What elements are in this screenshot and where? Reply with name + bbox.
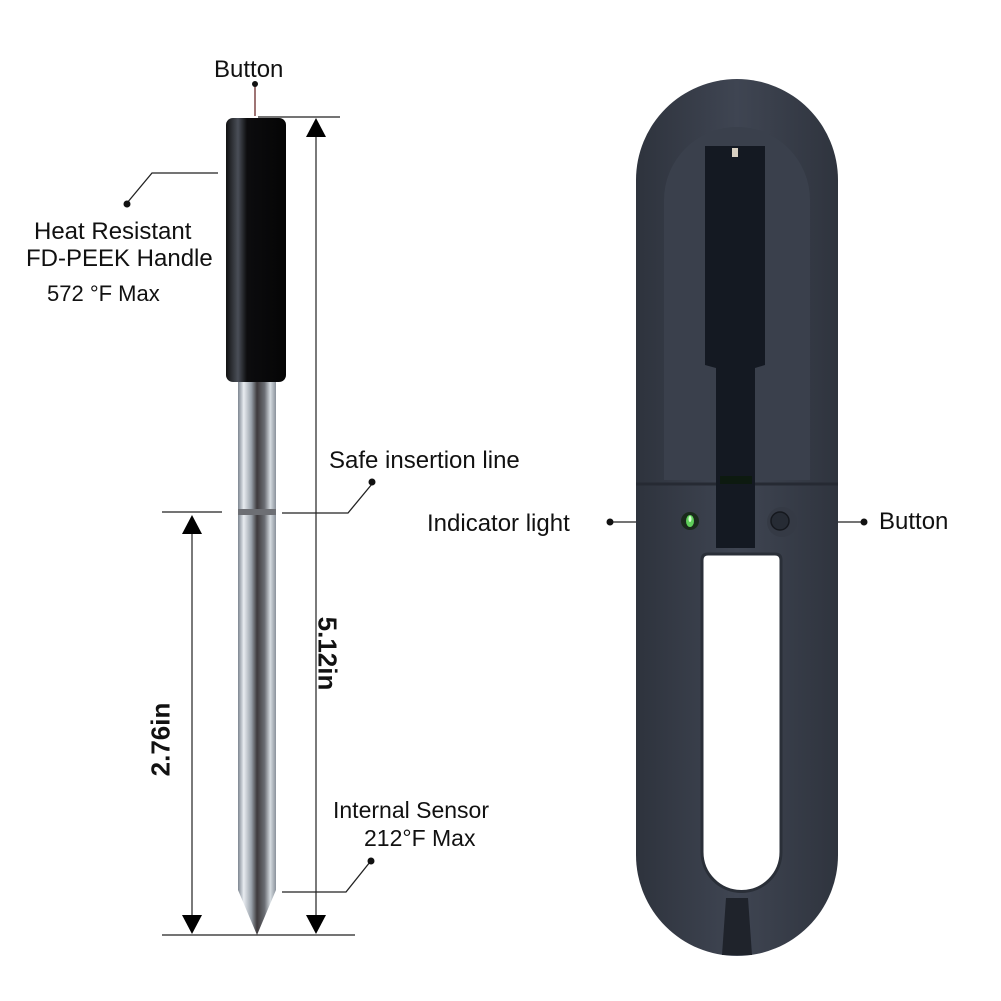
handle-label-line2: FD-PEEK Handle	[26, 245, 213, 272]
charger-button-icon	[767, 507, 797, 537]
dimension-insertion-length	[162, 511, 355, 936]
charging-contact	[732, 148, 738, 157]
sensor-label-line2: 212°F Max	[364, 825, 476, 851]
safe-insertion-label: Safe insertion line	[329, 447, 520, 474]
charger-button-label: Button	[879, 508, 949, 535]
insertion-length-label: 2.76in	[145, 702, 176, 777]
handle-label-line3: 572 °F Max	[47, 281, 160, 306]
charger-window	[700, 552, 783, 893]
charger-body	[636, 79, 838, 956]
probe-button-label: Button	[214, 56, 284, 83]
dimension-total-length	[258, 116, 340, 934]
indicator-light-label: Indicator light	[427, 510, 570, 537]
sensor-label-line1: Internal Sensor	[333, 797, 489, 823]
probe-shaft	[238, 378, 276, 935]
probe-slot	[705, 146, 765, 548]
leader-dots	[123, 81, 868, 865]
probe-handle	[226, 118, 286, 382]
indicator-light-icon	[681, 512, 699, 530]
handle-label-line1: Heat Resistant	[34, 218, 192, 245]
total-length-label: 5.12in	[312, 616, 343, 691]
